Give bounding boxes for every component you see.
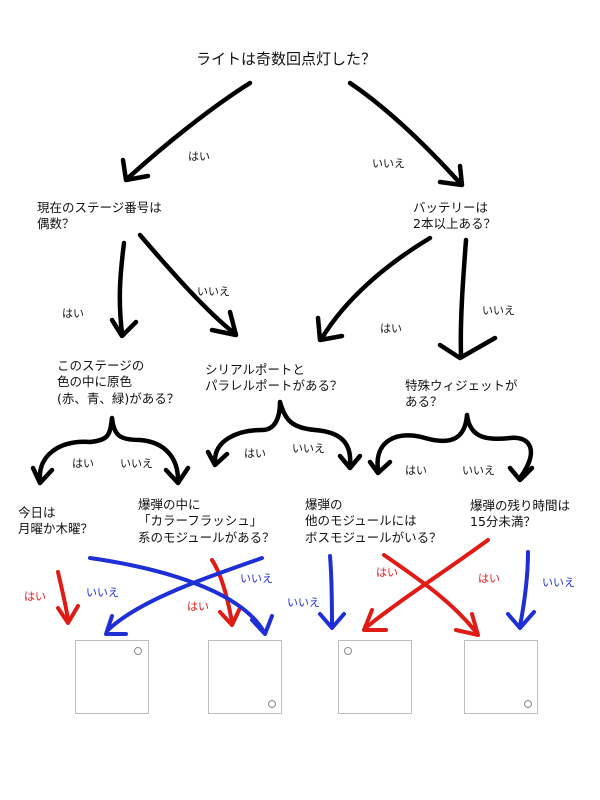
arrow-colorflash-no bbox=[106, 556, 264, 632]
question-weekday: 今日は 月曜か木曜？ bbox=[18, 505, 94, 537]
arrow-battery-no bbox=[458, 237, 469, 358]
question-widget: 特殊ウィジェットが ある？ bbox=[405, 378, 518, 410]
label-primary-yes: はい bbox=[72, 457, 94, 470]
label-widget-no: いいえ bbox=[462, 464, 495, 477]
arrowhead-stage-no bbox=[209, 309, 239, 338]
label-battery-yes: はい bbox=[380, 322, 402, 335]
arrow-root-no bbox=[347, 80, 463, 186]
label-battery-no: いいえ bbox=[482, 304, 515, 317]
arrow-boss-yes bbox=[382, 553, 478, 634]
arrowhead-weekday-no bbox=[250, 614, 274, 636]
label-stage-yes: はい bbox=[62, 307, 84, 320]
arrowhead-time-yes bbox=[362, 608, 388, 632]
arrow-time-yes bbox=[366, 538, 490, 628]
module-box-4 bbox=[464, 640, 538, 714]
brace-ports bbox=[212, 399, 353, 469]
label-weekday-no: いいえ bbox=[86, 586, 119, 599]
question-ports: シリアルポートと パラレルポートがある？ bbox=[205, 362, 343, 394]
arrowhead-battery-yes bbox=[315, 315, 345, 343]
arrowhead-primary-yes bbox=[30, 465, 55, 486]
label-weekday-yes: はい bbox=[24, 590, 46, 603]
arrowhead-stage-yes bbox=[109, 317, 139, 339]
arrowhead-boss-no bbox=[318, 612, 346, 630]
arrow-colorflash-yes bbox=[210, 558, 234, 624]
question-color-flash: 爆弾の中に 「カラーフラッシュ」 系のモジュールがある？ bbox=[138, 497, 275, 545]
question-primary-colors: このステージの 色の中に原色 (赤、青、緑)がある？ bbox=[57, 358, 180, 406]
label-root-no: いいえ bbox=[372, 157, 405, 170]
arrow-weekday-yes bbox=[56, 570, 70, 622]
label-time-no: いいえ bbox=[542, 576, 575, 589]
label-primary-no: いいえ bbox=[120, 457, 153, 470]
module-box-3 bbox=[338, 640, 412, 714]
module-led-indicator bbox=[134, 647, 142, 655]
label-boss-yes: はい bbox=[376, 566, 398, 579]
arrowhead-time-no bbox=[506, 610, 536, 630]
arrow-root-yes bbox=[125, 80, 253, 181]
question-root: ライトは奇数回点灯した？ bbox=[196, 50, 377, 68]
arrow-battery-yes bbox=[319, 235, 433, 341]
arrow-stage-no bbox=[137, 232, 237, 336]
arrowhead-colorflash-no bbox=[104, 614, 128, 636]
arrowhead-ports-no bbox=[337, 453, 363, 471]
module-led-indicator bbox=[524, 700, 532, 708]
module-led-indicator bbox=[268, 700, 276, 708]
label-time-yes: はい bbox=[478, 572, 500, 585]
arrowhead-colorflash-yes bbox=[218, 606, 242, 627]
arrowhead-boss-yes bbox=[454, 612, 480, 637]
question-time-left: 爆弾の残り時間は 15分未満？ bbox=[470, 498, 571, 530]
label-ports-no: いいえ bbox=[292, 442, 325, 455]
question-stage-even: 現在のステージ番号は 偶数？ bbox=[37, 200, 162, 232]
module-led-indicator bbox=[344, 647, 352, 655]
arrowhead-weekday-yes bbox=[56, 604, 80, 625]
arrow-stage-yes bbox=[117, 240, 127, 336]
label-colorflash-yes: はい bbox=[187, 600, 209, 613]
label-ports-yes: はい bbox=[244, 447, 266, 460]
brace-primary bbox=[37, 415, 181, 483]
question-boss-module: 爆弾の 他のモジュールには ボスモジュールがいる？ bbox=[305, 497, 442, 545]
arrowhead-ports-yes bbox=[205, 449, 230, 468]
label-root-yes: はい bbox=[188, 150, 210, 163]
module-box-1 bbox=[75, 640, 149, 714]
brace-widget bbox=[375, 412, 533, 481]
label-stage-no: いいえ bbox=[197, 285, 230, 298]
label-colorflash-no: いいえ bbox=[240, 572, 273, 585]
arrowhead-battery-no bbox=[437, 335, 498, 361]
arrowhead-primary-no bbox=[163, 465, 191, 486]
arrowhead-root-no bbox=[437, 163, 465, 188]
arrowhead-widget-no bbox=[507, 465, 535, 483]
module-box-2 bbox=[208, 640, 282, 714]
question-battery: バッテリーは 2本以上ある？ bbox=[413, 200, 496, 232]
label-boss-no: いいえ bbox=[287, 596, 320, 609]
arrowhead-widget-yes bbox=[367, 459, 393, 476]
label-widget-yes: はい bbox=[405, 464, 427, 477]
arrowhead-root-yes bbox=[120, 157, 151, 183]
arrow-time-no bbox=[518, 550, 530, 628]
arrow-boss-no bbox=[328, 554, 334, 628]
